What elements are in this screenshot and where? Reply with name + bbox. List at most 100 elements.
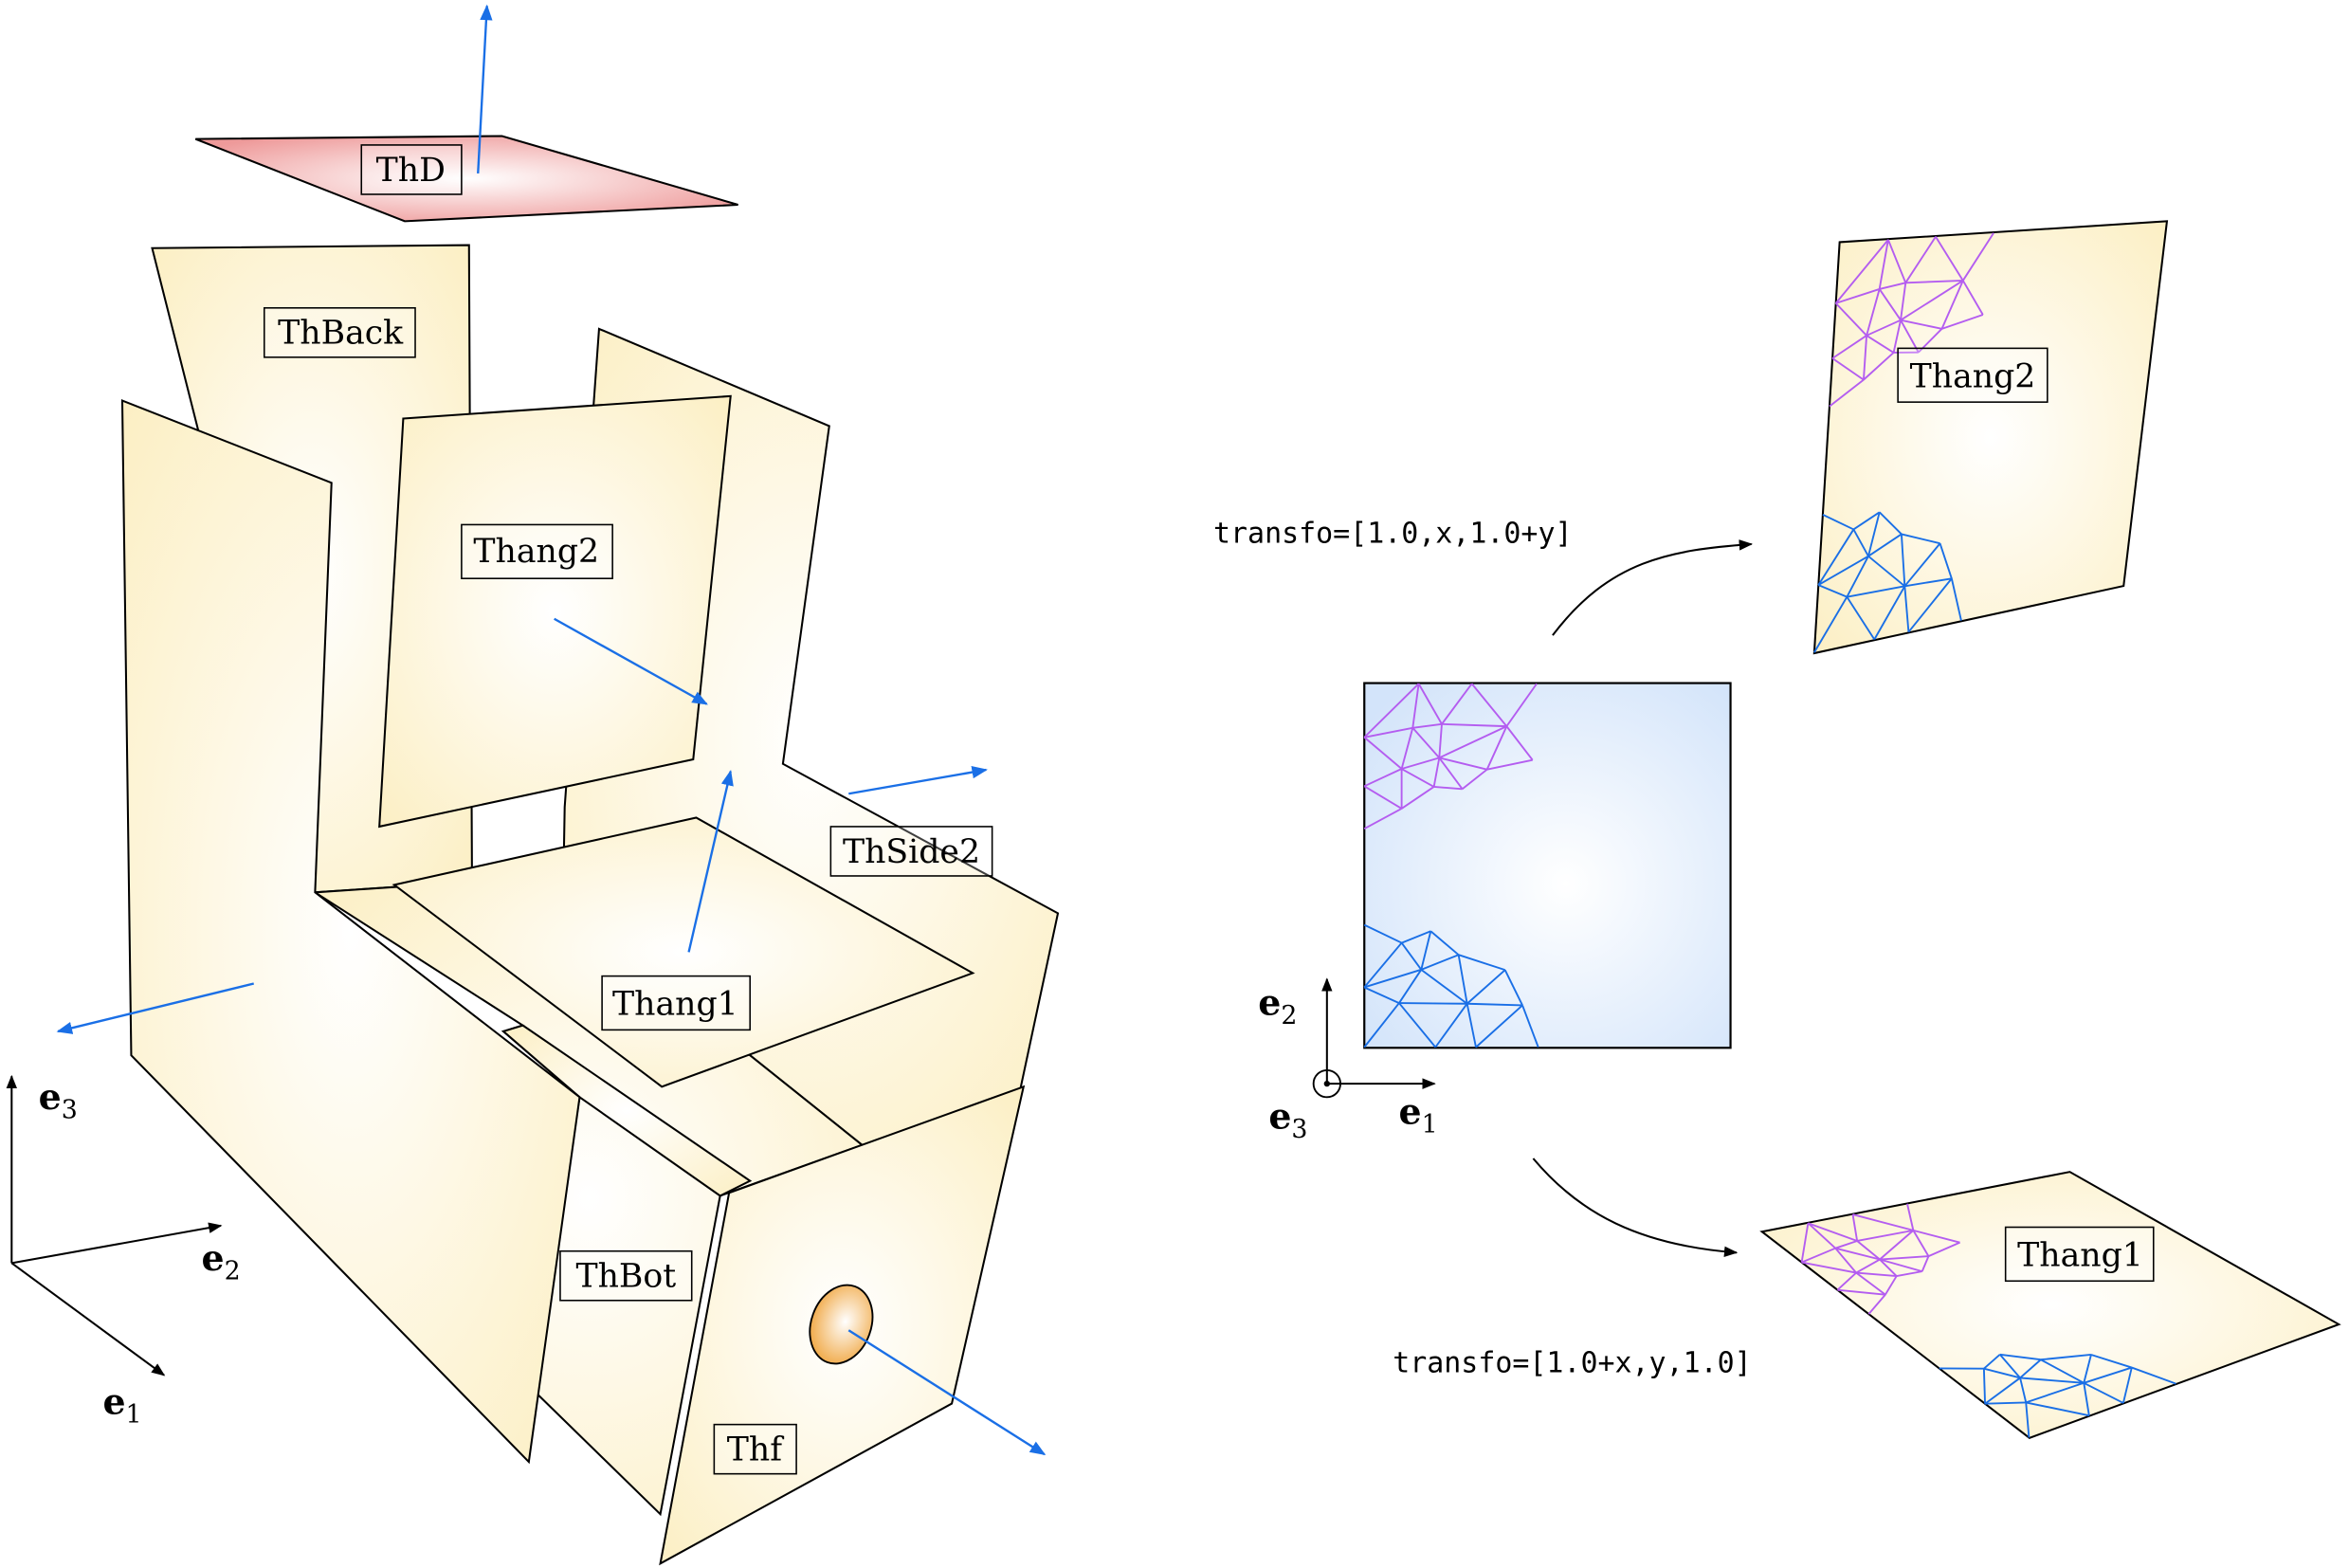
thside2-label-text: ThSide2 [843,833,980,871]
mapped-thang2-label: Thang2 [1897,347,2049,403]
mesh-edge-purple [1401,757,1440,770]
mesh-edge-blue [1813,596,1848,653]
transfo-top-text: transfo=[1.0,x,1.0+y] [1213,517,1573,550]
thd-label-text: ThD [376,152,446,190]
mesh-edge-blue [1999,1354,2021,1379]
mesh-edge-blue [1363,923,1403,944]
thd-label: ThD [360,144,463,195]
axis-e3-label: e3 [39,1075,78,1124]
mesh-edge-purple [1441,722,1507,728]
thbot-label: ThBot [559,1249,693,1302]
mesh-edge-blue [1846,556,1869,598]
mesh-edge-blue [1984,1377,2021,1405]
mesh-edge-purple [1837,1288,1885,1296]
thang1-panel [392,816,975,1088]
mesh-edge-purple [1836,1271,1857,1291]
mesh-edge-purple [1462,768,1488,791]
mesh-edge-purple [1831,357,1865,381]
mapped-thang1-label: Thang1 [2004,1226,2155,1283]
mesh-edge-blue [1847,585,1905,598]
mesh-edge-blue [1466,969,1506,1005]
mesh-edge-purple [1411,684,1420,728]
mesh-edge-blue [1852,528,1869,557]
mesh-edge-purple [1400,727,1414,770]
thf-label: Thf [713,1423,797,1475]
mapped-thang1-mesh [1800,1203,2176,1438]
mesh-edge-blue [1867,512,1881,556]
mesh-edge-purple [1866,288,1881,337]
mesh-edge-purple [1438,757,1464,790]
mesh-edge-blue [1903,586,1910,632]
mesh-edge-purple [1892,319,1902,354]
mesh-edge-purple [1401,786,1435,810]
mesh-edge-purple [1887,239,1907,283]
mesh-edge-blue [1983,1354,2001,1370]
mesh-edge-purple [1900,283,1907,320]
ref-axis-e3-label: e3 [1268,1094,1307,1143]
mesh-edge-purple [1834,1240,1858,1249]
mesh-edge-purple [1441,683,1473,725]
mesh-edge-blue [2020,1377,2085,1384]
thf-normal-arrow [847,1329,1047,1456]
mesh-edge-blue [1900,534,1906,587]
mesh-edge-purple [1905,280,1963,284]
thang2-label-text: Thang2 [473,533,599,571]
mesh-edge-blue [2019,1358,2042,1379]
mesh-edge-blue [1363,968,1422,989]
mesh-edge-blue [1434,1003,1468,1048]
mesh-edge-blue [2040,1354,2092,1361]
map-arrow-top [1552,539,1754,636]
mesh-edge-purple [1879,1258,1922,1273]
thang1-label-text: Thang1 [612,986,738,1024]
thback-label: ThBack [263,307,416,358]
mesh-edge-purple [1866,335,1895,354]
mesh-edge-purple [1863,335,1868,380]
mesh-edge-blue [2083,1381,2124,1404]
thf-label-text: Thf [727,1431,784,1468]
mesh-edge-purple [1432,757,1441,788]
mesh-edge-purple [1900,319,1942,330]
mesh-edge-purple [1913,1229,1960,1244]
mesh-edge-blue [2083,1354,2092,1384]
mesh-edge-purple [1834,1248,1857,1274]
mesh-edge-blue [1458,954,1505,972]
mesh-edge-purple [1439,757,1487,771]
left-panel-normal-arrow [56,982,255,1034]
mesh-edge-blue [1466,1003,1477,1048]
mesh-edge-blue [2026,1401,2090,1417]
mesh-edge-blue [1846,596,1876,641]
mesh-edge-blue [2084,1366,2133,1384]
mesh-edge-purple [1906,1203,1915,1231]
mesh-edge-purple [1834,239,1889,304]
mesh-edge-blue [1817,584,1848,598]
mesh-edge-purple [1879,1258,1898,1277]
mesh-edge-purple [1866,319,1902,337]
mesh-edge-purple [1879,1230,1914,1261]
mesh-edge-purple [1961,232,1994,282]
mesh-edge-purple [1505,725,1534,761]
mesh-edge-purple [1856,1271,1897,1278]
mesh-edge-blue [1867,533,1903,557]
thang1-normal-arrow [687,769,734,953]
mesh-edge-blue [1983,1367,2021,1379]
mesh-edge-blue [1817,555,1869,586]
mesh-edge-purple [1438,723,1443,758]
mesh-edge-purple [1912,1230,1930,1257]
mesh-edge-blue [1982,1368,1987,1404]
mesh-edge-blue [1950,578,1962,621]
axis-e2-label: e2 [202,1236,241,1285]
transfo-bottom-text: transfo=[1.0+x,y,1.0] [1393,1346,1752,1379]
mesh-edge-blue [1901,533,1940,545]
mesh-edge-purple [1834,302,1867,337]
axis-e1-label: e1 [102,1380,141,1430]
reference-square [1363,682,1732,1049]
mesh-edge-purple [1470,683,1508,727]
mesh-edge-blue [1398,1002,1467,1005]
mesh-edge-purple [1364,726,1413,738]
mesh-edge-purple [1363,808,1403,830]
mesh-edge-purple [1852,1213,1914,1231]
mesh-edge-blue [2025,1402,2030,1438]
ref-axis-e1-label: e1 [1399,1090,1438,1140]
mesh-edge-purple [1928,1241,1960,1257]
mesh-edge-purple [1363,737,1403,770]
